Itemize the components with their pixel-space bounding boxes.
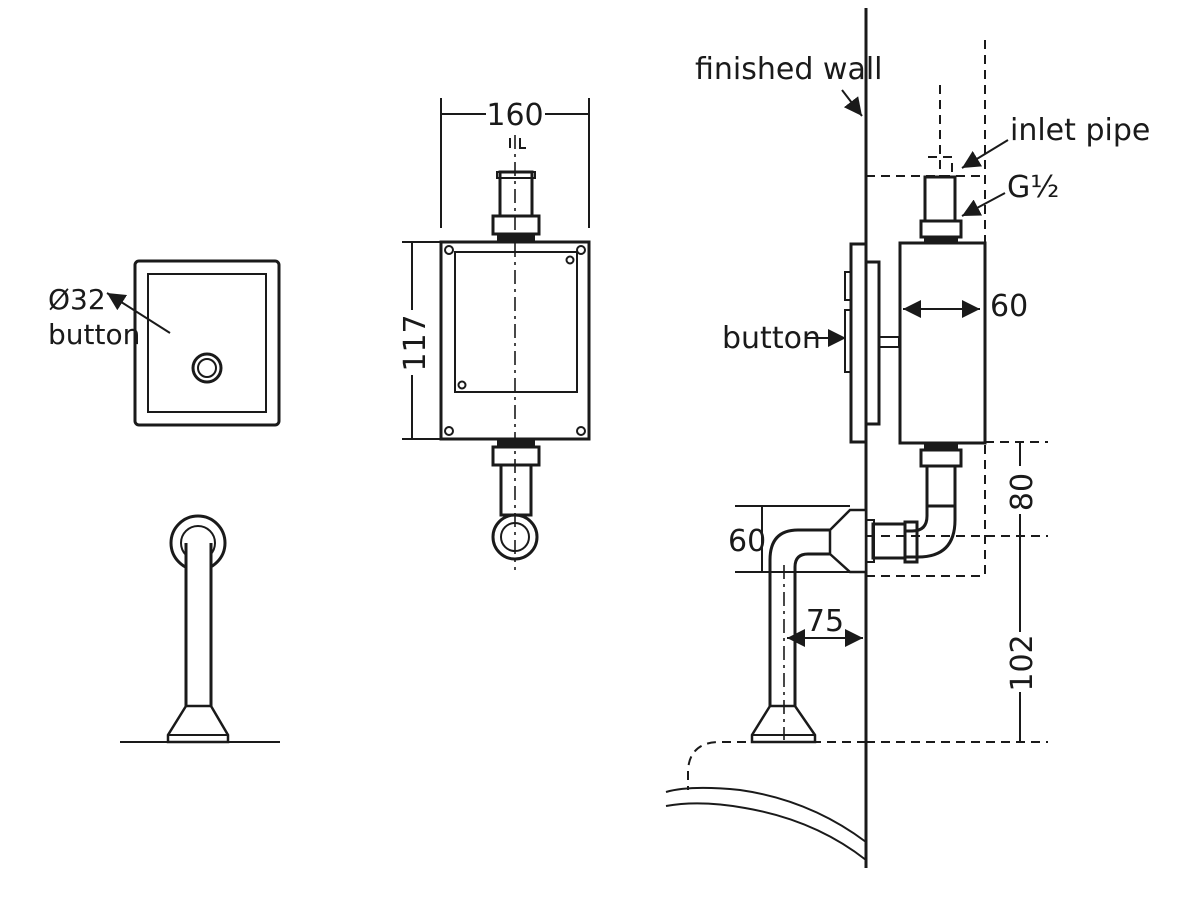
pipe-side-view [120, 514, 280, 744]
inlet-pipe-label: inlet pipe [1010, 113, 1150, 148]
button-leader [106, 292, 171, 334]
width-dimension-label: 160 [486, 98, 543, 133]
height-dimension-label: 117 [398, 314, 433, 371]
thread-label: G½ [1007, 170, 1059, 205]
button-side-label: button [722, 321, 821, 356]
valve-front-view: 160 117 [398, 98, 591, 570]
finished-wall-label: finished wall [695, 52, 883, 87]
button-circle [191, 352, 223, 384]
outlet-offset-label: 80 [1005, 473, 1040, 511]
button-plate-front-view: Ø32 button [48, 259, 281, 427]
projection-label: 75 [806, 604, 844, 639]
button-diameter-label: Ø32 [48, 283, 106, 316]
pipe-height-label: 60 [728, 524, 766, 559]
button-front-label: button [48, 318, 140, 351]
floor-height-label: 102 [1005, 634, 1040, 691]
depth-dimension-label: 60 [990, 289, 1028, 324]
installed-side-view: finished wall button inlet pipe G½ 60 [665, 8, 1150, 868]
